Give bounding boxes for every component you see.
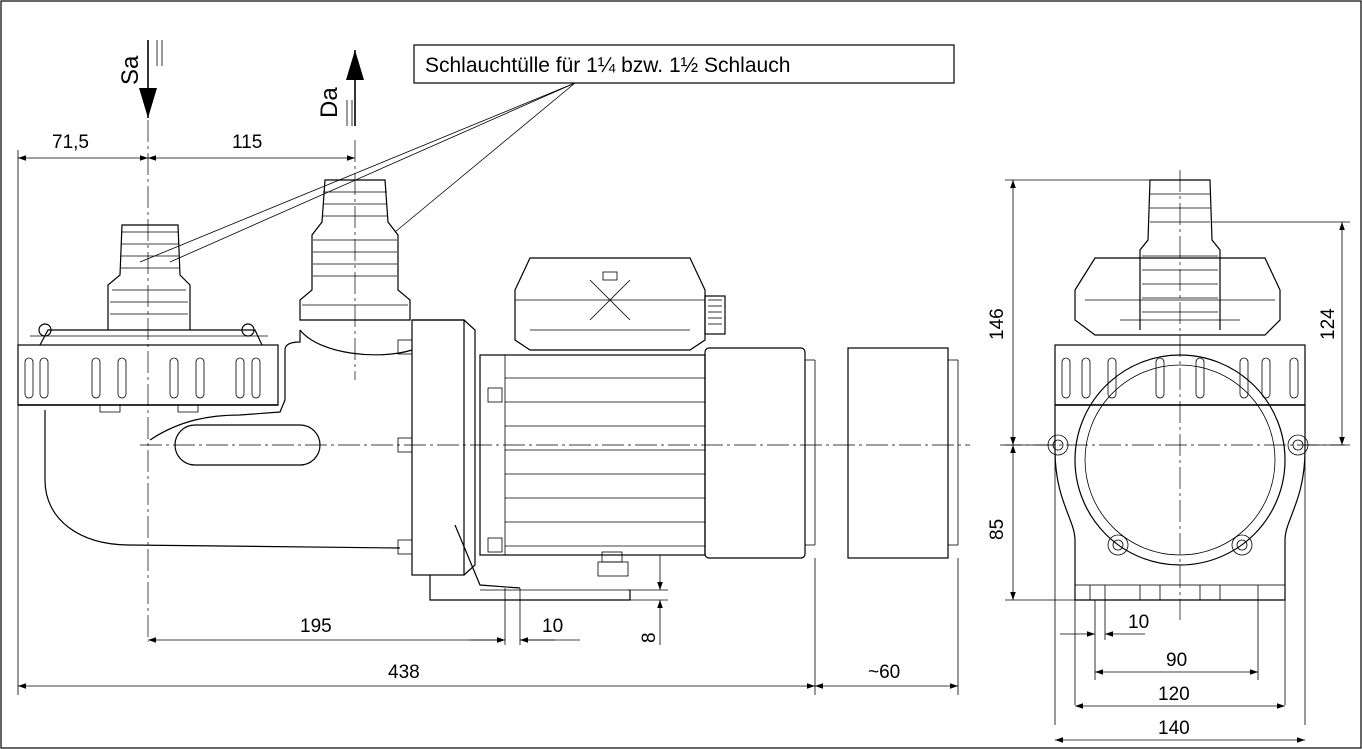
discharge-label: Da <box>316 87 343 118</box>
dim-shaft-height: 85 <box>987 519 1008 540</box>
dim-suction-offset: 71,5 <box>52 132 89 153</box>
dim-overall-height: 146 <box>987 308 1008 340</box>
side-view-dimensions: 71,5 115 195 10 8 438 ~60 <box>17 132 959 695</box>
pump-end-view <box>1000 170 1345 620</box>
callout-text: Schlauchtülle für 1¼ bzw. 1½ Schlauch <box>425 54 790 77</box>
dim-overall-length: 438 <box>388 662 420 683</box>
dim-hose-height: 124 <box>1318 308 1339 340</box>
dim-suction-to-discharge: 115 <box>232 132 262 153</box>
dim-hole-spacing: 90 <box>1166 650 1187 671</box>
end-view-dimensions: 146 124 85 10 90 120 140 <box>987 179 1350 743</box>
dim-suction-to-foot: 195 <box>300 616 332 637</box>
pump-side-view <box>17 120 970 642</box>
suction-label: Sa <box>117 55 144 85</box>
suction-indicator: Sa <box>117 40 163 118</box>
dim-end-foot-width: 10 <box>1128 612 1149 633</box>
dim-foot-height: 8 <box>639 632 660 643</box>
dim-overall-width: 140 <box>1158 718 1190 739</box>
dim-base-width: 120 <box>1158 684 1190 705</box>
discharge-indicator: Da <box>316 50 364 126</box>
dim-side-foot-width: 10 <box>542 616 563 637</box>
hose-nozzle-callout: Schlauchtülle für 1¼ bzw. 1½ Schlauch <box>139 44 955 263</box>
dim-motor-removal: ~60 <box>868 662 900 683</box>
